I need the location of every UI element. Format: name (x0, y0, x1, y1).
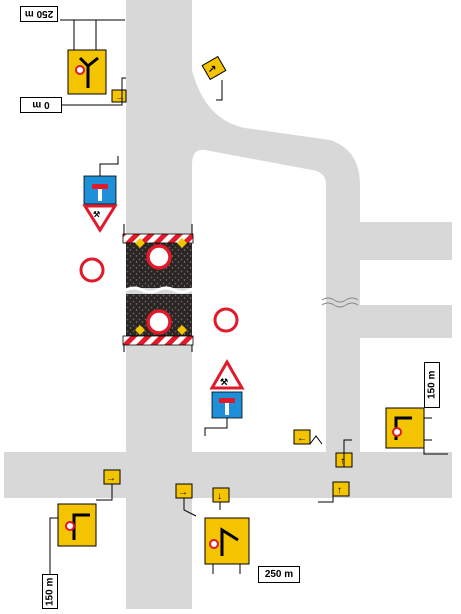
no-entry-sign-icon (146, 244, 172, 270)
distance-plate-right: 150 m (424, 362, 440, 408)
roadworks-dead-end-sign: ⚒ (204, 358, 245, 436)
arrow-down-icon: ↓ (212, 487, 230, 503)
arrow-up-icon: ↑ (332, 481, 350, 497)
work-zone (122, 224, 207, 352)
no-entry-sign-icon (213, 307, 239, 333)
distance-label: 250 m (24, 8, 54, 20)
detour-sign-icon (385, 407, 425, 449)
arrow-right-icon: → (103, 469, 121, 485)
roadworks-warning-icon (209, 358, 245, 390)
svg-text:↑: ↑ (337, 485, 342, 496)
distance-label: 250 m (264, 569, 294, 580)
arrow-left-icon: ← (293, 429, 311, 445)
arrow-signs: → ↗ ← ↑ ↑ → → ↓ (103, 55, 353, 503)
barrier-icon (122, 335, 194, 346)
detour-sign-right (385, 407, 432, 449)
sign-posts (62, 77, 448, 517)
detour-sign-bottom-center (204, 517, 250, 574)
side-road-upper (360, 222, 452, 260)
svg-text:↓: ↓ (217, 491, 222, 502)
svg-text:⚒: ⚒ (93, 210, 100, 219)
arrow-right-icon: → (111, 89, 127, 103)
distance-label: 0 m (32, 99, 50, 111)
dead-end-and-yield-sign: ⚒ (82, 156, 119, 233)
svg-text:→: → (178, 487, 188, 498)
detour-sign-icon (204, 517, 250, 565)
svg-text:→: → (115, 92, 125, 103)
svg-text:⚒: ⚒ (220, 377, 228, 387)
svg-text:↑: ↑ (340, 456, 345, 467)
svg-text:→: → (106, 473, 116, 484)
side-road-lower (360, 305, 452, 338)
distance-plate-top-left: 250 m (20, 6, 58, 22)
barrier-icon (122, 233, 194, 244)
distance-label: 150 m (426, 370, 438, 400)
svg-text:←: ← (297, 433, 307, 444)
arrow-right-icon: ↗ (201, 55, 227, 81)
svg-text:↗: ↗ (208, 64, 216, 75)
detour-sign-bottom-left (49, 503, 97, 575)
no-entry-sign-icon (79, 257, 105, 283)
yield-sign-icon (82, 204, 118, 233)
detour-sign-icon (57, 503, 97, 547)
road-break-icon (321, 297, 359, 308)
no-entry-sign-icon (146, 309, 172, 335)
distance-plate-bottom-center: 250 m (258, 566, 300, 583)
distance-label: 150 m (44, 577, 56, 606)
arrow-right-icon: → (175, 483, 193, 499)
distance-plate-upper-left: 0 m (20, 97, 62, 113)
diagonal-road (192, 70, 360, 452)
distance-plate-bottom-left: 150 m (42, 574, 58, 609)
detour-sign-top-left (60, 19, 125, 95)
